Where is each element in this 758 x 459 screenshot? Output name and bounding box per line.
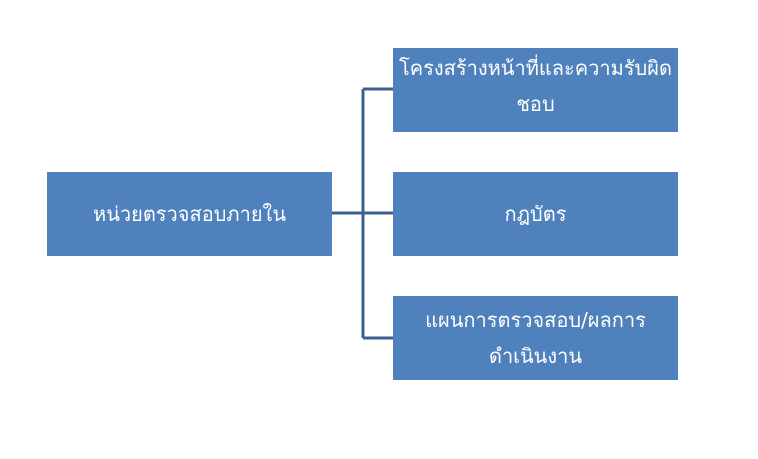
child-node-structure: โครงสร้างหน้าที่และความรับผิดชอบ — [393, 48, 678, 132]
child-node-label: กฎบัตร — [504, 202, 567, 226]
child-node-label: แผนการตรวจสอบ/ผลการดำเนินงาน — [425, 308, 646, 368]
child-node-label: โครงสร้างหน้าที่และความรับผิดชอบ — [399, 56, 672, 116]
child-node-charter: กฎบัตร — [393, 172, 678, 256]
root-node: หน่วยตรวจสอบภายใน — [47, 172, 332, 256]
child-node-audit-plan: แผนการตรวจสอบ/ผลการดำเนินงาน — [393, 296, 678, 380]
root-node-label: หน่วยตรวจสอบภายใน — [93, 202, 286, 226]
